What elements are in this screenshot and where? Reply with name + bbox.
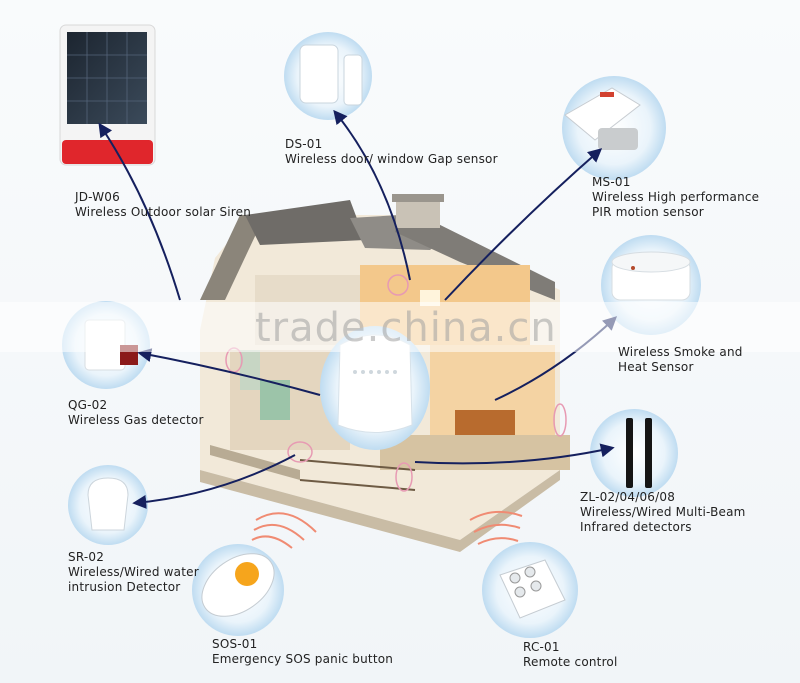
door-sensor-icon <box>299 44 363 106</box>
device-desc: Emergency SOS panic button <box>212 652 394 666</box>
device-location-markers <box>225 274 567 492</box>
label-jd-w06: JD-W06 Wireless Outdoor solar Siren <box>75 190 251 220</box>
device-desc: Wireless Gas detector <box>68 413 204 427</box>
label-zl-02: ZL-02/04/06/08 Wireless/Wired Multi-Beam… <box>580 490 746 535</box>
device-code: SOS-01 <box>212 637 258 651</box>
water-sensor-icon <box>87 477 129 531</box>
label-sos-01: SOS-01 Emergency SOS panic button <box>212 637 393 667</box>
device-code: SR-02 <box>68 550 105 564</box>
control-panel <box>320 326 430 450</box>
device-desc: Wireless Outdoor solar Siren <box>75 205 252 219</box>
label-smoke: Wireless Smoke and Heat Sensor <box>618 345 743 375</box>
device-desc: Wireless/Wired water <box>68 565 199 579</box>
device-desc: Wireless/Wired Multi-Beam <box>580 505 746 519</box>
device-code: JD-W06 <box>75 190 120 204</box>
device-code: ZL-02/04/06/08 <box>580 490 676 504</box>
label-ms-01: MS-01 Wireless High performance PIR moti… <box>592 175 759 220</box>
infrared-beam-icon <box>626 418 652 488</box>
solar-siren-icon <box>59 24 156 166</box>
device-desc: intrusion Detector <box>68 580 181 594</box>
label-sr-02: SR-02 Wireless/Wired water intrusion Det… <box>68 550 199 595</box>
device-code: RC-01 <box>523 640 560 654</box>
device-desc: Wireless High performance <box>592 190 760 204</box>
smoke-sensor-icon <box>611 251 691 301</box>
sos-button-icon <box>201 512 317 617</box>
device-desc: Wireless door/ window Gap sensor <box>285 152 498 166</box>
device-desc: Infrared detectors <box>580 520 692 534</box>
device-code: QG-02 <box>68 398 108 412</box>
device-code: DS-01 <box>285 137 323 151</box>
remote-control-icon <box>469 510 566 619</box>
device-desc: PIR motion sensor <box>592 205 704 219</box>
zl-02-halo <box>590 409 678 497</box>
label-qg-02: QG-02 Wireless Gas detector <box>68 398 204 428</box>
watermark-band <box>0 302 800 352</box>
connection-arrows <box>98 109 618 509</box>
device-code: MS-01 <box>592 175 631 189</box>
pir-sensor-icon <box>564 87 641 150</box>
device-desc: Wireless Smoke and <box>618 345 743 359</box>
watermark: trade.china.cn <box>255 305 557 351</box>
device-desc: Remote control <box>523 655 618 669</box>
device-desc: Heat Sensor <box>618 360 694 374</box>
label-rc-01: RC-01 Remote control <box>523 640 618 670</box>
label-ds-01: DS-01 Wireless door/ window Gap sensor <box>285 137 498 167</box>
